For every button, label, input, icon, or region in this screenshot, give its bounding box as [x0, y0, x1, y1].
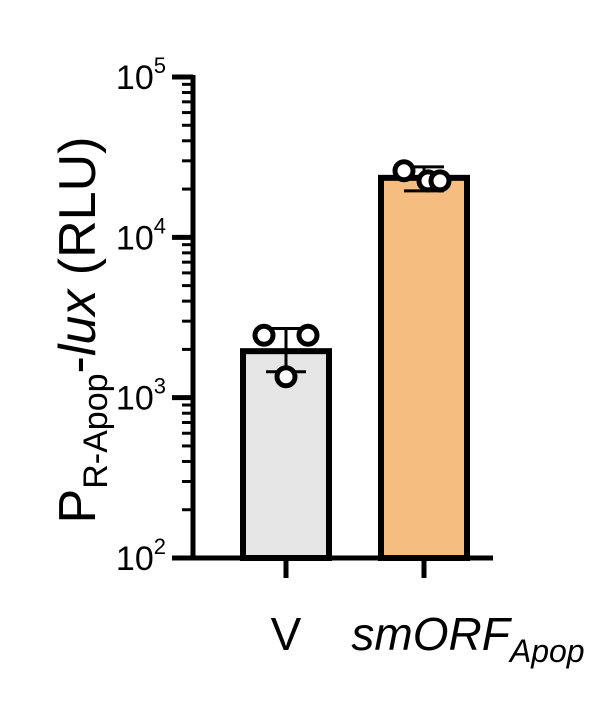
bar-1 [378, 174, 470, 562]
y-axis-ticks: 102 103 104 105 [116, 53, 193, 578]
y-axis-title-subscript: R-Apop [77, 373, 115, 488]
y-axis-title-suffix: (RLU) [49, 137, 107, 290]
y-axis-title-italic: lux [49, 288, 107, 356]
y-axis-title-main: P [49, 489, 107, 524]
y-tick-label-3: 105 [116, 53, 166, 97]
data-point-0-1 [296, 323, 320, 347]
y-axis-title-dash: - [49, 356, 107, 373]
data-point-1-0 [392, 159, 416, 183]
y-tick-label-0: 102 [116, 534, 166, 578]
x-tick-label-0: V [271, 608, 302, 660]
data-point-0-0 [252, 323, 276, 347]
bars [240, 174, 470, 562]
y-tick-label-2: 104 [116, 213, 166, 257]
x-tick-label-1: smORFApop [351, 608, 584, 669]
data-points [252, 159, 452, 389]
data-point-1-2 [428, 169, 452, 193]
y-tick-label-1: 103 [116, 374, 166, 418]
y-axis-title: PR-Apop-lux (RLU) [49, 137, 115, 524]
data-point-0-2 [274, 365, 298, 389]
